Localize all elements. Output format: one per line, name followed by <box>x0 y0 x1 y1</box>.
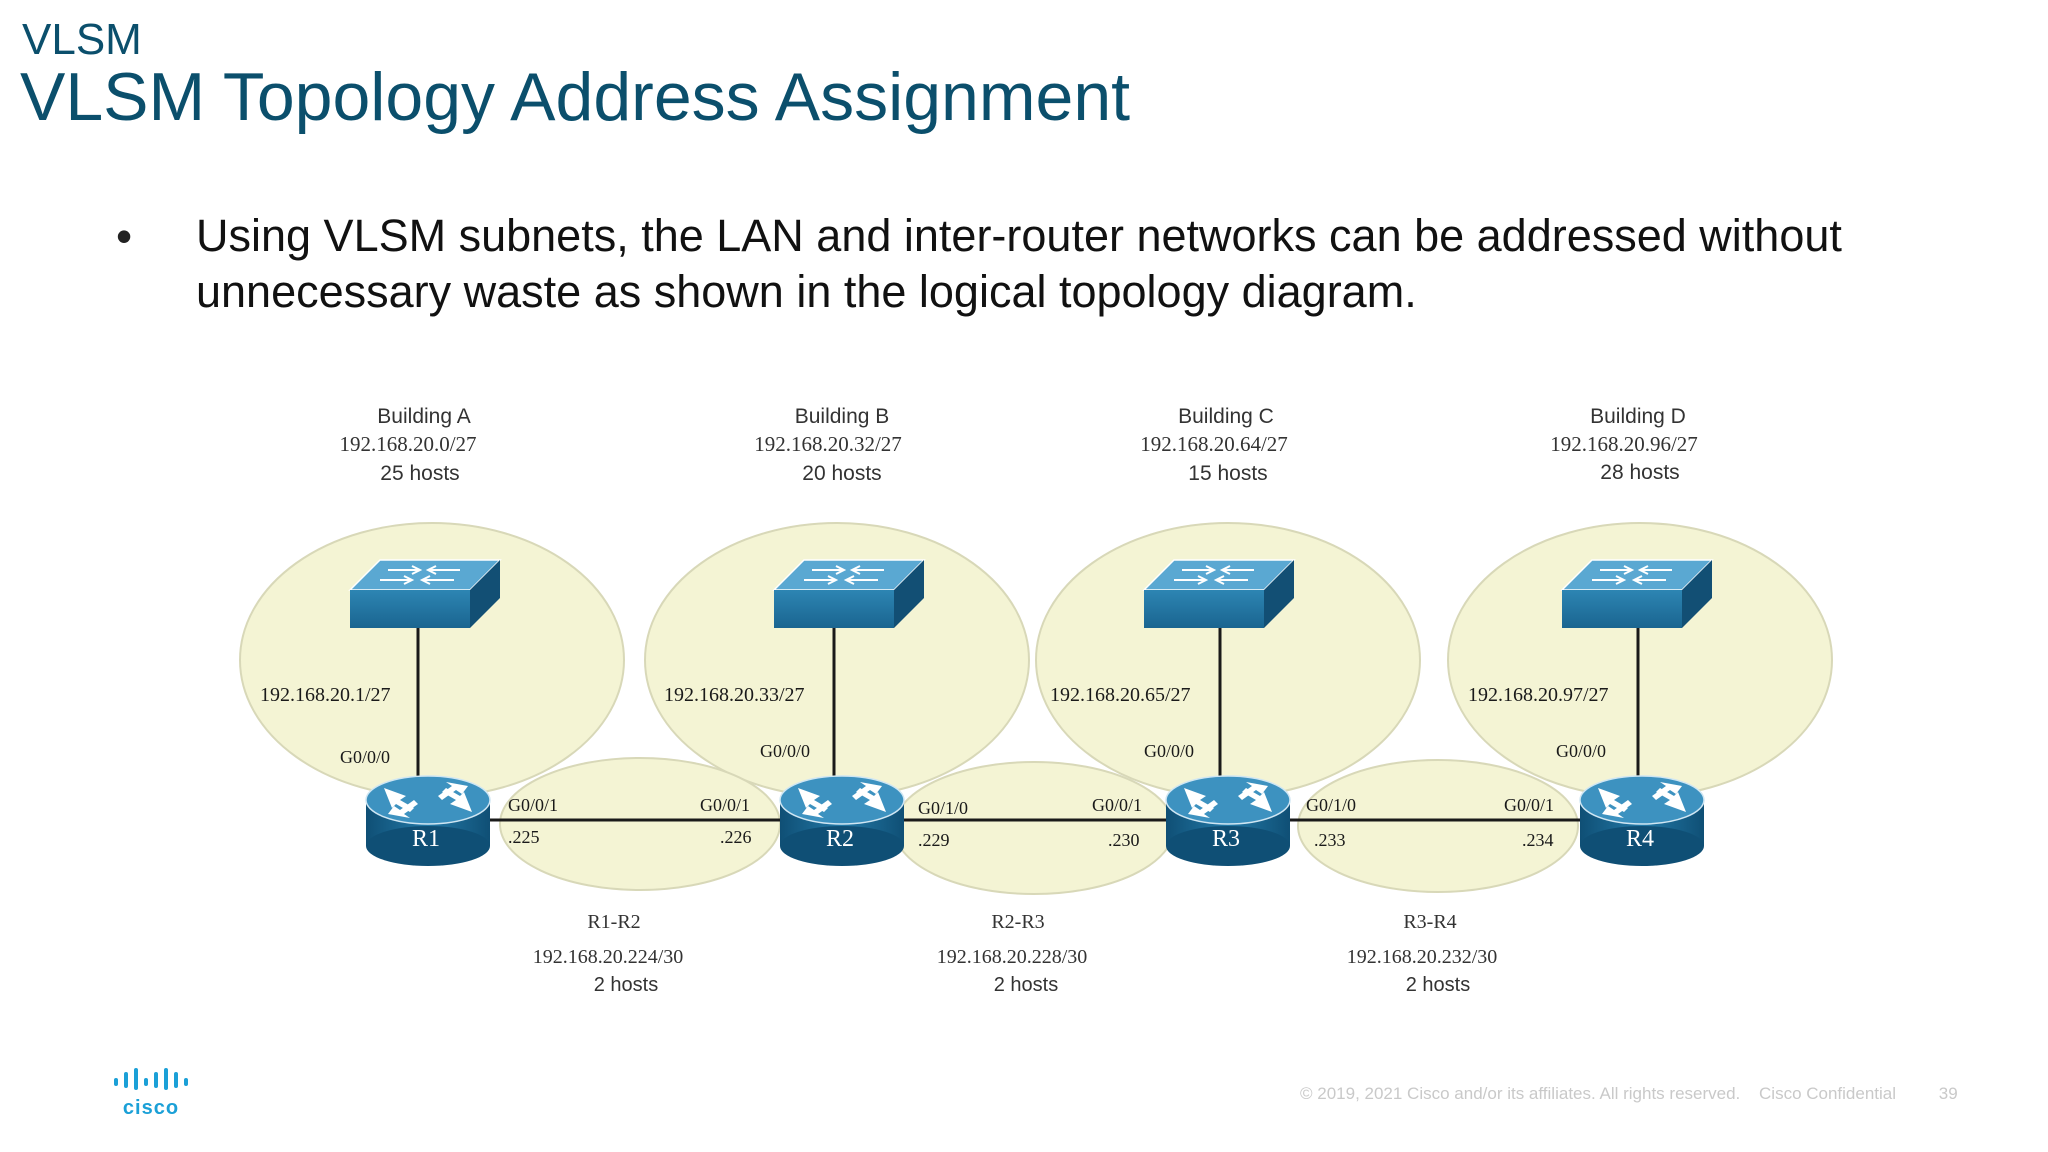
switch-icon <box>772 559 926 628</box>
switch-icon <box>348 559 502 628</box>
building-labels: Building A 192.168.20.0/27 25 hosts Buil… <box>339 405 1697 485</box>
switch-icon <box>1142 559 1296 628</box>
r1-r2-network: 192.168.20.224/30 <box>533 946 684 968</box>
lan-interface-labels: G0/0/0 G0/0/0 G0/0/0 G0/0/0 <box>340 741 1606 767</box>
bullet-point: • Using VLSM subnets, the LAN and inter-… <box>116 208 1916 320</box>
r2-r3-hosts: 2 hosts <box>994 974 1058 996</box>
cisco-logo: cisco <box>112 1068 196 1125</box>
r3-r4-right-address: .234 <box>1522 830 1554 850</box>
gateway-c: 192.168.20.65/27 <box>1050 684 1191 706</box>
router-icon: R1 <box>365 775 491 866</box>
r1-r2-name: R1-R2 <box>587 911 640 933</box>
wan-ellipse-r1-r2 <box>499 757 781 891</box>
r2-r3-left-address: .229 <box>918 830 950 850</box>
page-title: VLSM Topology Address Assignment <box>20 59 1131 135</box>
r4-lan-interface: G0/0/0 <box>1556 741 1606 761</box>
cisco-logo-text: cisco <box>123 1097 179 1119</box>
page-number: 39 <box>1938 1084 1958 1103</box>
section-kicker: VLSM <box>22 15 142 64</box>
r1-lan-interface: G0/0/0 <box>340 747 390 767</box>
footer-copyright: © 2019, 2021 Cisco and/or its affiliates… <box>1300 1084 1741 1103</box>
gateway-a: 192.168.20.1/27 <box>260 684 391 706</box>
r3-r4-left-interface: G0/1/0 <box>1306 795 1356 815</box>
r3-r4-right-interface: G0/0/1 <box>1504 795 1554 815</box>
r3-r4-left-address: .233 <box>1314 830 1346 850</box>
lan-ellipses <box>239 522 1833 798</box>
building-c-name: Building C <box>1178 405 1274 428</box>
router-label-r2: R2 <box>826 826 854 852</box>
link-lines <box>416 628 1640 822</box>
router-icon: R3 <box>1165 775 1291 866</box>
building-a-name: Building A <box>377 405 470 428</box>
link-network-labels: R1-R2 192.168.20.224/30 2 hosts R2-R3 19… <box>533 911 1498 996</box>
wan-ellipses <box>499 757 1579 895</box>
building-d-hosts: 28 hosts <box>1600 461 1679 484</box>
r2-r3-right-interface: G0/0/1 <box>1092 795 1142 815</box>
router-icon: R2 <box>779 775 905 866</box>
r1-r2-right-address: .226 <box>720 827 752 847</box>
r3-r4-network: 192.168.20.232/30 <box>1347 946 1498 968</box>
router-icon: R4 <box>1579 775 1705 866</box>
building-d-name: Building D <box>1590 405 1686 428</box>
switch-icon <box>1560 559 1714 628</box>
building-c-network: 192.168.20.64/27 <box>1140 432 1288 456</box>
r1-r2-hosts: 2 hosts <box>594 974 658 996</box>
r2-r3-right-address: .230 <box>1108 830 1140 850</box>
r3-r4-name: R3-R4 <box>1403 911 1456 933</box>
r1-r2-right-interface: G0/0/1 <box>700 795 750 815</box>
bullet-marker: • <box>116 210 133 262</box>
building-b-network: 192.168.20.32/27 <box>754 432 902 456</box>
building-c-hosts: 15 hosts <box>1188 462 1267 485</box>
wan-ellipse-r3-r4 <box>1297 759 1579 893</box>
bullet-text: Using VLSM subnets, the LAN and inter-ro… <box>196 208 1916 320</box>
r2-r3-name: R2-R3 <box>991 911 1044 933</box>
building-d-network: 192.168.20.96/27 <box>1550 432 1698 456</box>
router-label-r3: R3 <box>1212 826 1240 852</box>
building-a-hosts: 25 hosts <box>380 462 459 485</box>
bullet-line-1: Using VLSM subnets, the LAN and inter-ro… <box>196 210 1842 261</box>
r2-r3-network: 192.168.20.228/30 <box>937 946 1088 968</box>
r1-r2-left-interface: G0/0/1 <box>508 795 558 815</box>
wan-ellipse-r2-r3 <box>893 761 1175 895</box>
gateway-b: 192.168.20.33/27 <box>664 684 805 706</box>
bullet-line-2: unnecessary waste as shown in the logica… <box>196 266 1417 317</box>
r1-r2-left-address: .225 <box>508 827 540 847</box>
building-a-network: 192.168.20.0/27 <box>339 432 476 456</box>
footer-confidential: Cisco Confidential <box>1759 1084 1897 1103</box>
building-b-hosts: 20 hosts <box>802 462 881 485</box>
gateway-labels: 192.168.20.1/27 192.168.20.33/27 192.168… <box>260 684 1609 706</box>
router-label-r4: R4 <box>1626 826 1654 852</box>
building-b-name: Building B <box>795 405 890 428</box>
footer: © 2019, 2021 Cisco and/or its affiliates… <box>1300 1084 1972 1104</box>
r3-r4-hosts: 2 hosts <box>1406 974 1470 996</box>
gateway-d: 192.168.20.97/27 <box>1468 684 1609 706</box>
r2-r3-left-interface: G0/1/0 <box>918 798 968 818</box>
r3-lan-interface: G0/0/0 <box>1144 741 1194 761</box>
router-label-r1: R1 <box>412 826 440 852</box>
link-interface-labels: G0/0/1 G0/0/1 .225 .226 G0/1/0 G0/0/1 .2… <box>508 795 1554 850</box>
r2-lan-interface: G0/0/0 <box>760 741 810 761</box>
